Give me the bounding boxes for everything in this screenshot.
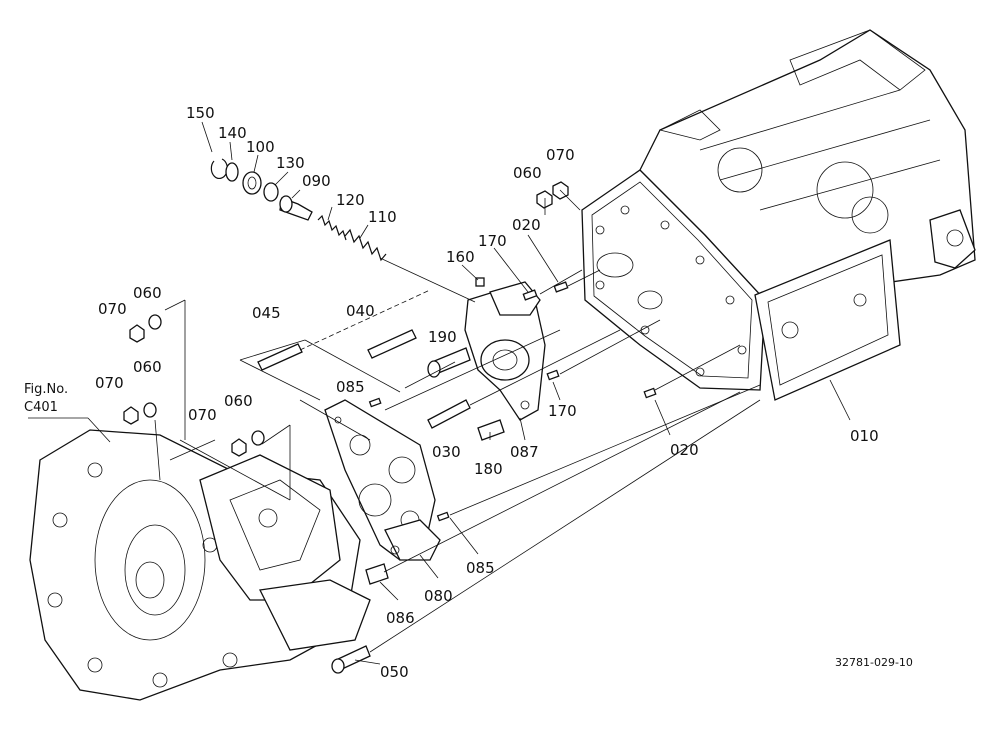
callout-150: 150 [186, 104, 215, 122]
callout-045: 045 [252, 304, 281, 322]
callout-087: 087 [510, 443, 539, 461]
callout-040: 040 [346, 302, 375, 320]
nut-060-upper [536, 190, 553, 209]
callout-090: 090 [302, 172, 331, 190]
valve-housing [464, 281, 546, 421]
callout-190: 190 [428, 328, 457, 346]
assembly-lines [154, 189, 761, 653]
callout-110: 110 [368, 208, 397, 226]
front-housing [29, 429, 371, 701]
hardware-parts [123, 181, 657, 674]
callout-060-a: 060 [133, 284, 162, 302]
fig-ref-line1: Fig.No. [24, 382, 68, 397]
inner-spring [317, 214, 347, 241]
callout-080: 080 [424, 587, 453, 605]
callout-170-upper: 170 [478, 232, 507, 250]
callout-070-c: 070 [188, 406, 217, 424]
intermediate-plate [324, 399, 441, 561]
snap-ring [210, 158, 228, 180]
plug-086 [365, 563, 389, 585]
callout-130: 130 [276, 154, 305, 172]
callout-085-upper: 085 [336, 378, 365, 396]
nut-070-c [231, 438, 247, 457]
nut-070-a [129, 324, 145, 343]
callout-050: 050 [380, 663, 409, 681]
pin-085b [436, 511, 450, 522]
callout-060-c: 060 [224, 392, 253, 410]
stud-040 [367, 329, 417, 359]
callout-100: 100 [246, 138, 275, 156]
callout-070-b: 070 [95, 374, 124, 392]
callout-070-a: 070 [98, 300, 127, 318]
callout-170-lower: 170 [548, 402, 577, 420]
plug-160 [475, 277, 485, 287]
callout-140: 140 [218, 124, 247, 142]
callout-180: 180 [474, 460, 503, 478]
pin-020a [553, 281, 569, 293]
transmission-case [581, 29, 976, 401]
relief-valve-parts [210, 158, 476, 303]
bolt-180 [477, 419, 505, 441]
o-ring [225, 162, 239, 182]
pin-170a [522, 289, 538, 301]
callout-020-lower: 020 [670, 441, 699, 459]
washer-060-b [143, 402, 157, 418]
callout-060-b: 060 [133, 358, 162, 376]
callout-160: 160 [446, 248, 475, 266]
pin-020b [643, 387, 657, 399]
callout-060-upper: 060 [513, 164, 542, 182]
pin-170b [546, 369, 560, 381]
callout-070-upper: 070 [546, 146, 575, 164]
nut-070-b [123, 406, 139, 425]
callout-020-upper: 020 [512, 216, 541, 234]
stud-045 [257, 343, 303, 371]
outer-spring [344, 228, 387, 262]
fig-ref-line2: C401 [24, 400, 58, 415]
callout-120: 120 [336, 191, 365, 209]
washer-060-c [251, 430, 265, 446]
washer-ring [263, 182, 279, 202]
callout-085-lower: 085 [466, 559, 495, 577]
callout-010: 010 [850, 427, 879, 445]
callout-030: 030 [432, 443, 461, 461]
callout-labels: 150 140 100 130 090 120 110 060 070 020 … [24, 104, 913, 681]
pin-085a [368, 397, 382, 408]
leader-lines [28, 121, 851, 665]
washer-060-a [148, 314, 162, 330]
stud-030 [427, 399, 471, 429]
callout-086: 086 [386, 609, 415, 627]
drawing-number: 32781-029-10 [835, 656, 913, 669]
valve-cap [242, 171, 262, 195]
